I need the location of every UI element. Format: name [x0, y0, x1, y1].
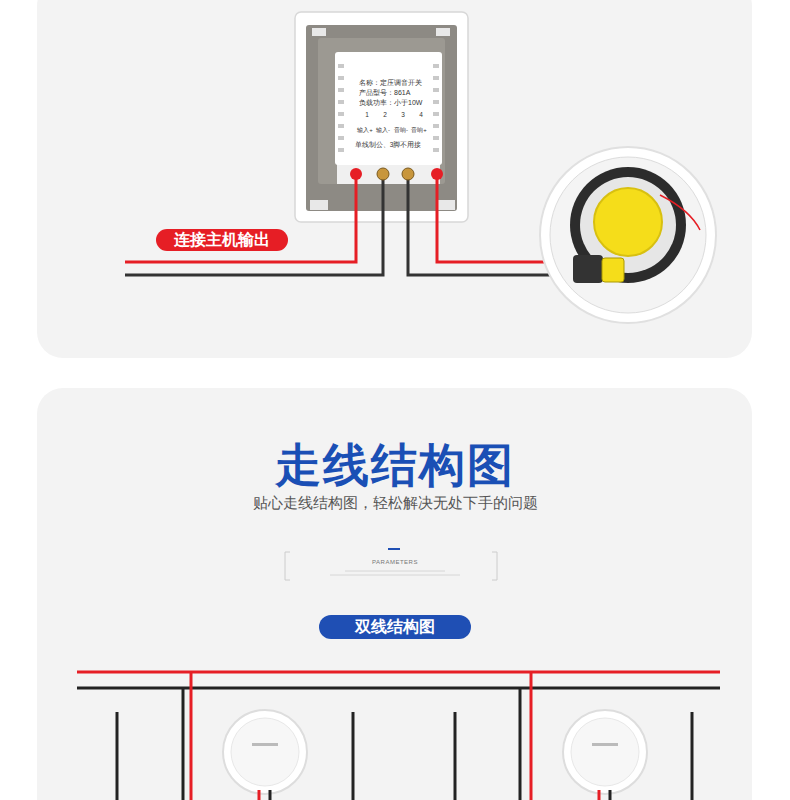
vent [338, 112, 344, 116]
black-wire [352, 712, 355, 800]
vent [433, 64, 439, 68]
fine-print [345, 571, 445, 572]
clip [312, 28, 326, 36]
vent [433, 148, 439, 152]
black-wire [454, 712, 457, 800]
vent [338, 88, 344, 92]
black-wire [691, 712, 694, 800]
module-text: 3 [401, 111, 405, 118]
fine-print [330, 575, 460, 576]
terminal [377, 168, 389, 180]
subtitle: 贴心走线结构图，轻松解决无处下手的问题 [253, 494, 538, 511]
bottom-panel [37, 388, 752, 800]
red-bus [77, 671, 720, 674]
red-drop [530, 672, 533, 800]
module-text: 1 [365, 111, 369, 118]
vent [338, 136, 344, 140]
terminal [431, 168, 443, 180]
vent [338, 76, 344, 80]
bracket [492, 552, 497, 580]
red-wire [125, 178, 356, 262]
module-text: 音响- [394, 127, 408, 134]
black-wire [116, 712, 119, 800]
accent-dash [388, 548, 400, 550]
module-text: 4 [419, 111, 423, 118]
vent [433, 136, 439, 140]
black-drop [182, 688, 185, 800]
module-text: 单线制公、3脚不用接 [355, 141, 422, 148]
label-pill: 双线结构图 [319, 615, 471, 639]
black-bus [77, 687, 720, 690]
module-text: 音响+ [411, 127, 427, 134]
module-text: 负载功率：小于10W [359, 99, 422, 107]
vent [338, 124, 344, 128]
module-text: 名称：定压调音开关 [359, 79, 422, 87]
bracket [285, 552, 290, 580]
vent [338, 64, 344, 68]
pill-text: 连接主机输出 [174, 231, 270, 249]
vent [433, 124, 439, 128]
label-pill: 连接主机输出 [156, 229, 288, 251]
top-panel [37, 0, 752, 358]
heading: 走线结构图 [275, 439, 515, 492]
module-text: 输入+ [357, 127, 373, 134]
section-tag: PARAMETERS [372, 559, 418, 566]
module-text: 产品型号：861A [359, 89, 410, 97]
vent [338, 148, 344, 152]
clip [437, 200, 455, 210]
red-drop [190, 672, 193, 800]
clip [310, 200, 328, 210]
ceiling-speaker [540, 147, 716, 323]
vent [433, 112, 439, 116]
switch-module: 名称：定压调音开关产品型号：861A 负载功率：小于10W 1 2 3 4 输入+输入- 音响… [335, 52, 442, 165]
ceiling-speaker [223, 710, 307, 800]
clip [436, 28, 450, 36]
terminal [402, 168, 414, 180]
module-text: 输入- [376, 127, 390, 134]
vent [433, 100, 439, 104]
vent [338, 100, 344, 104]
vent [433, 88, 439, 92]
terminal [350, 168, 362, 180]
black-drop [519, 688, 522, 800]
pill-text: 双线结构图 [355, 618, 435, 636]
switch-plate-inner [318, 38, 445, 184]
module-text: 2 [383, 111, 387, 118]
ceiling-speaker [563, 710, 647, 800]
vent [433, 76, 439, 80]
terminal-block [337, 162, 440, 184]
black-wire [125, 178, 383, 275]
